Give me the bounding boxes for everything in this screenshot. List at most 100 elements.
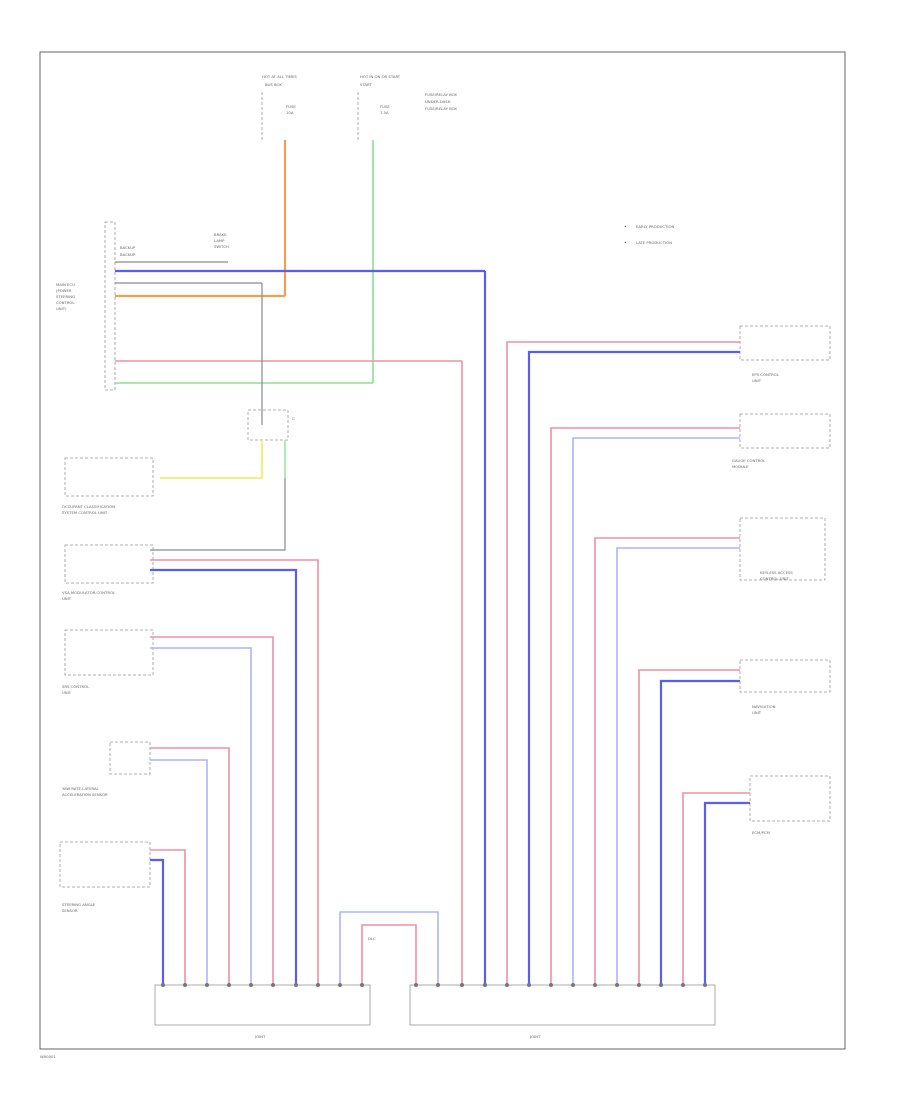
svg-text:ECM/PCM: ECM/PCM [752,830,770,835]
wire-blue-keyless [616,547,740,985]
svg-text:OCCUPANT CLASSIFICATION: OCCUPANT CLASSIFICATION [62,504,115,509]
svg-text:LAMP: LAMP [214,238,225,243]
svg-text:MAIN ECU: MAIN ECU [56,282,75,287]
wire-red-navi [638,669,740,985]
svg-text:HOT IN ON OR START: HOT IN ON OR START [360,74,401,79]
wire-blue-gauge [572,437,740,985]
svg-text:YAW RATE-LATERAL: YAW RATE-LATERAL [62,786,100,791]
connector-pin [294,983,298,987]
svg-text:BACKUP: BACKUP [120,252,136,257]
fuse-left: HOT AT ALL TIMES BUS BOX FUSE 10A [261,74,297,140]
keyless-unit: KEYLESS ACCESS CONTROL UNIT [739,517,826,581]
wire-red-gauge [550,427,740,985]
svg-text:SWITCH: SWITCH [214,244,229,249]
connector-pin [571,983,575,987]
wire-red-ecm [682,792,750,985]
svg-text:UNIT: UNIT [752,710,762,715]
svg-text:VSA MODULATOR-CONTROL: VSA MODULATOR-CONTROL [62,590,116,595]
svg-text:JOINT: JOINT [529,1034,541,1039]
diagram-frame [39,51,846,1050]
svg-text:UNIT): UNIT) [56,306,67,311]
svg-text:UNDER-DASH: UNDER-DASH [425,99,451,104]
wire-blue-yaw [150,759,208,985]
connector-pin [249,983,253,987]
legend: • EARLY PRODUCTION • LATE PRODUCTION [624,224,674,246]
svg-text:UNIT: UNIT [62,596,72,601]
joint-connector-right: JOINT [409,984,716,1039]
eps-unit: EPS CONTROL UNIT [739,325,831,383]
legend-item-early: EARLY PRODUCTION [636,224,674,229]
svg-text:JOINT: JOINT [254,1034,266,1039]
svg-text:HOT AT ALL TIMES: HOT AT ALL TIMES [262,74,297,79]
legend-marker-2: • [624,241,627,246]
wire-red-vsa [150,559,319,985]
vsa-unit: VSA MODULATOR-CONTROL UNIT [62,544,154,601]
svg-text:FUSE/RELAY BOX: FUSE/RELAY BOX [425,106,457,111]
wire-blue-steer [150,858,165,985]
svg-text:(POWER: (POWER [56,288,72,293]
svg-text:10A: 10A [286,110,294,115]
svg-text:SENSOR: SENSOR [62,908,78,913]
connector-pin [527,983,531,987]
wire-red-steer [150,849,186,985]
wire-gray-3 [150,478,286,551]
svg-text:CONTROL UNIT: CONTROL UNIT [760,576,789,581]
connector-pin [161,983,165,987]
connector-pin [271,983,275,987]
wire-red-eps [506,341,740,985]
legend-item-late: LATE PRODUCTION [636,240,672,245]
steering-sensor: STEERING ANGLE SENSOR [59,841,151,913]
svg-text:7.5A: 7.5A [380,110,389,115]
occupant-unit: OCCUPANT CLASSIFICATION SYSTEM CONTROL U… [62,457,154,515]
svg-text:EPS CONTROL: EPS CONTROL [752,372,780,377]
ecm-unit: ECM/PCM [749,775,831,835]
svg-text:NAVIGATION: NAVIGATION [752,704,776,709]
wire-red-dlc [361,924,417,985]
wire-blue-srs [150,647,252,985]
connector-pin [483,983,487,987]
legend-marker-1: • [624,225,627,230]
dlc-label: DLC [368,936,376,941]
svg-text:KEYLESS ACCESS: KEYLESS ACCESS [760,570,793,575]
wire-blue-ecm [703,801,750,985]
connector-pin [436,983,440,987]
svg-text:FUSE: FUSE [286,104,296,109]
joint-connector-left: JOINT [154,984,371,1039]
wire-blue-dlc [339,911,439,985]
connector-pin [205,983,209,987]
corner-code: W00001 [40,1054,56,1059]
wire-blue-vsa [150,568,298,985]
connector-pin [681,983,685,987]
svg-text:FUSE/RELAY BOX: FUSE/RELAY BOX [425,92,457,97]
connector-pin [659,983,663,987]
svg-text:CONTROL: CONTROL [56,300,75,305]
connector-pin [414,983,418,987]
wire-blue-navi [659,679,740,985]
wire-red-srs [150,636,274,985]
gauge-unit: GAUGE CONTROL MODULE [732,413,831,469]
svg-text:BUS BOX: BUS BOX [265,82,282,87]
svg-text:UNIT: UNIT [752,378,762,383]
svg-text:C: C [292,416,295,421]
connector-pin [183,983,187,987]
yaw-sensor: YAW RATE-LATERAL ACCELERATION SENSOR [62,741,151,797]
svg-text:SRS CONTROL: SRS CONTROL [62,684,90,689]
svg-text:START: START [360,82,372,87]
svg-text:GAUGE CONTROL: GAUGE CONTROL [732,458,766,463]
svg-text:FUSE: FUSE [380,104,390,109]
svg-text:BACKUP: BACKUP [120,245,136,250]
wire-red-yaw [150,747,230,985]
connector-pin [703,983,707,987]
connector-pin [316,983,320,987]
svg-text:UNIT: UNIT [62,690,72,695]
connector-pin [360,983,364,987]
svg-text:BRAKE: BRAKE [214,232,227,237]
connector-pin [615,983,619,987]
main-ecu: MAIN ECU (POWER STEERING CONTROL UNIT) B… [56,221,229,391]
wire-red-keyless [594,537,740,985]
wire-blue-eps [527,350,740,985]
connector-pin [338,983,342,987]
srs-unit: SRS CONTROL UNIT [62,629,154,695]
svg-text:ACCELERATION SENSOR: ACCELERATION SENSOR [62,792,108,797]
